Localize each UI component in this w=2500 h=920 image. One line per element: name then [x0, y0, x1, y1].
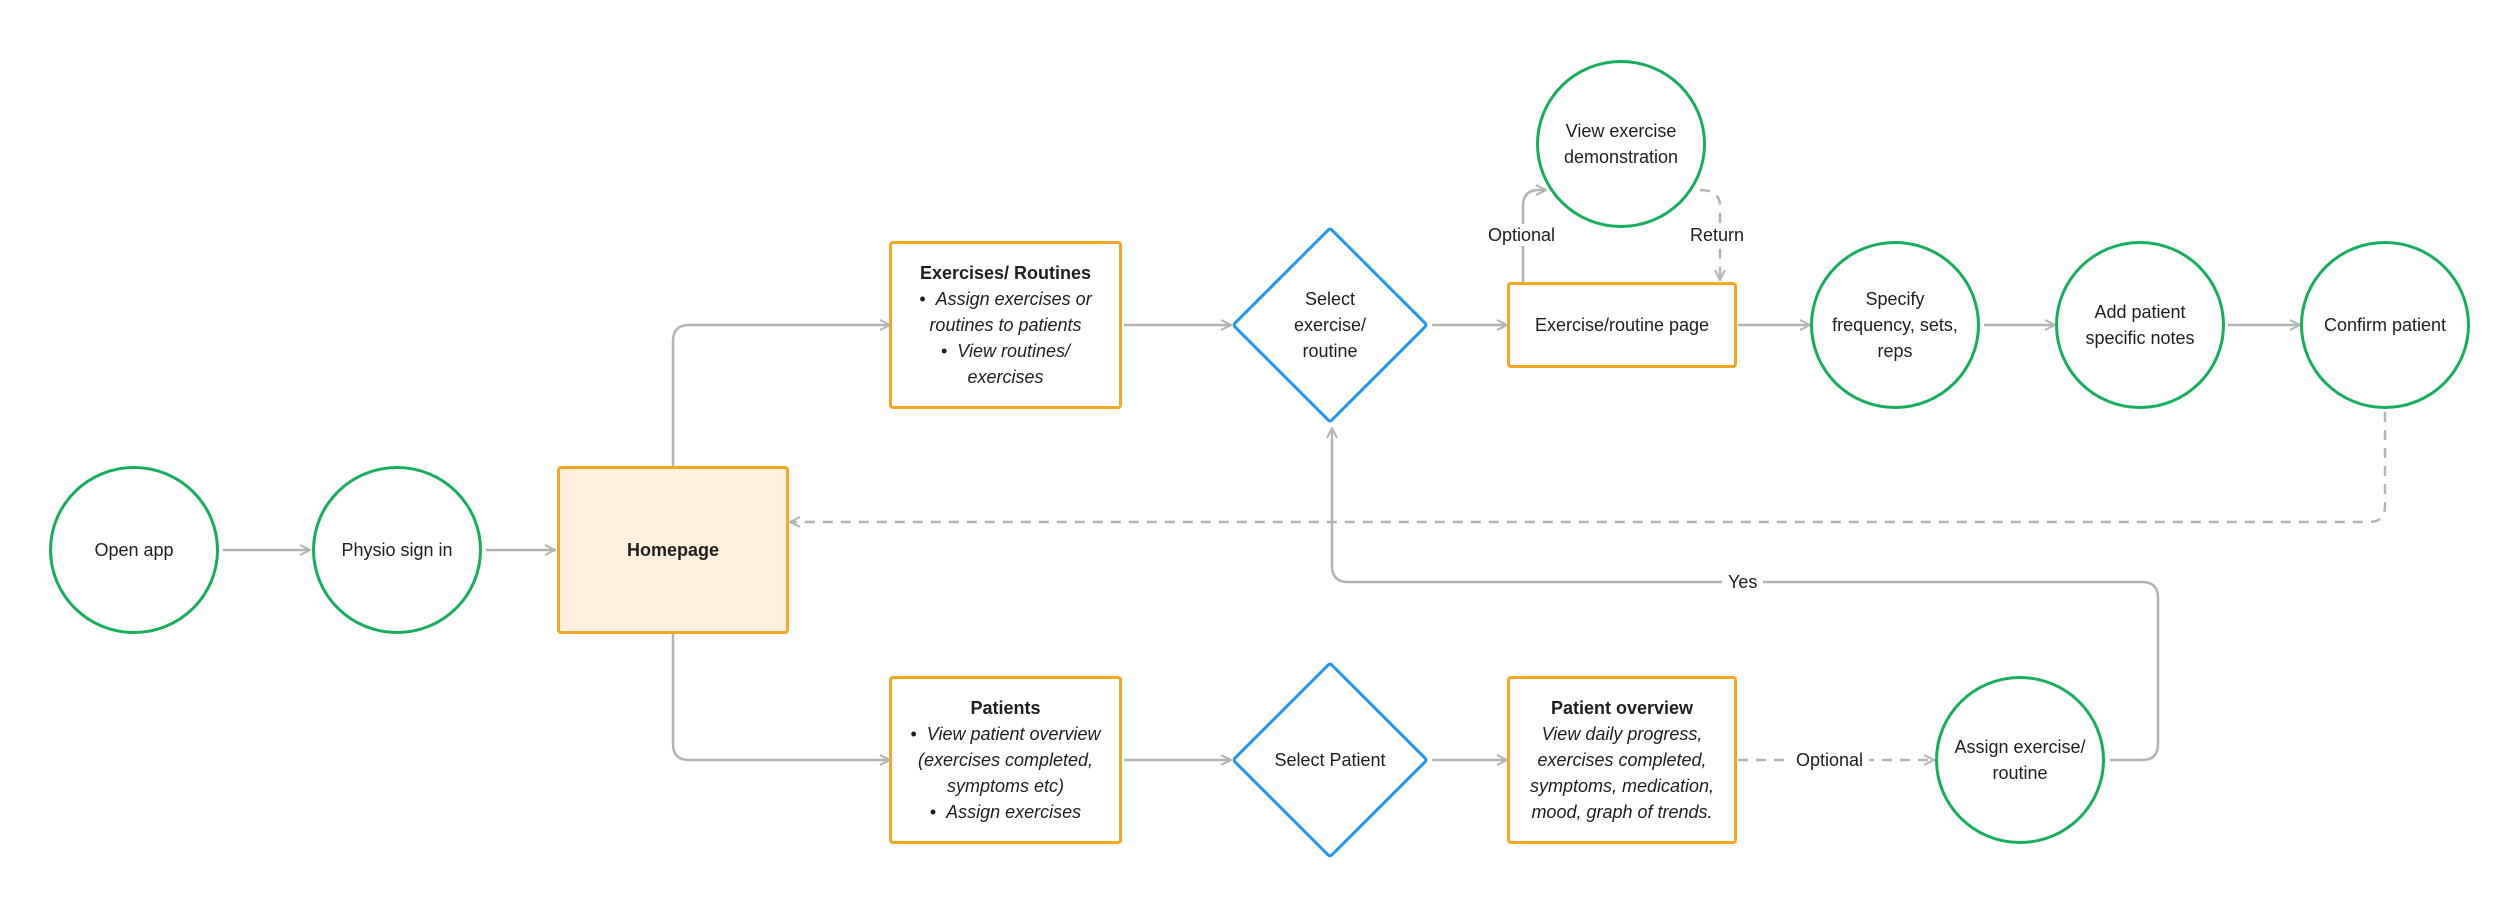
- edge-label-optional-assign: Optional: [1790, 749, 1870, 771]
- list-item: Assign exercises or routines to patients: [904, 286, 1107, 338]
- node-exercise-page[interactable]: Exercise/routine page: [1507, 282, 1737, 368]
- node-label: Select Patient: [1274, 750, 1386, 770]
- edge-assign-to-select-exercise: [1332, 428, 2160, 762]
- node-list: View patient overview (exercises complet…: [904, 721, 1107, 825]
- edge-homepage-to-patients: [671, 634, 890, 760]
- node-assign[interactable]: Assign exercise/ routine: [1935, 676, 2105, 844]
- node-label: Assign exercise/ routine: [1954, 737, 2086, 783]
- node-description: View daily progress, exercises completed…: [1529, 724, 1715, 822]
- node-physio-sign-in[interactable]: Physio sign in: [312, 466, 482, 634]
- node-label: Add patient specific notes: [2085, 302, 2195, 348]
- node-add-notes[interactable]: Add patient specific notes: [2055, 241, 2225, 409]
- node-confirm[interactable]: Confirm patient: [2300, 241, 2470, 409]
- node-title: Exercises/ Routines: [919, 263, 1092, 283]
- node-title: Patient overview: [1550, 698, 1694, 718]
- edge-page-to-demo: [1521, 190, 1546, 282]
- node-title: Patients: [970, 698, 1041, 718]
- node-select-patient[interactable]: Select Patient: [1231, 661, 1429, 859]
- edge-label-optional-demo: Optional: [1482, 224, 1562, 246]
- edge-demo-to-page: [1699, 188, 1720, 280]
- edge-label-yes: Yes: [1722, 571, 1764, 593]
- node-open-app[interactable]: Open app: [49, 466, 219, 634]
- node-patient-overview[interactable]: Patient overview View daily progress, ex…: [1507, 676, 1737, 844]
- node-view-demo[interactable]: View exercise demonstration: [1536, 60, 1706, 228]
- list-item: Assign exercises: [904, 799, 1107, 825]
- node-label: Select exercise/ routine: [1293, 289, 1367, 361]
- edge-confirm-to-homepage: [790, 412, 2387, 522]
- list-item: View routines/ exercises: [904, 338, 1107, 390]
- node-list: Assign exercises or routines to patients…: [904, 286, 1107, 390]
- node-select-exercise[interactable]: Select exercise/ routine: [1231, 226, 1429, 424]
- node-label: Physio sign in: [341, 540, 453, 560]
- node-label: Exercise/routine page: [1534, 315, 1710, 335]
- node-patients[interactable]: Patients View patient overview (exercise…: [889, 676, 1122, 844]
- node-specify[interactable]: Specify frequency, sets, reps: [1810, 241, 1980, 409]
- edge-homepage-to-exercises: [671, 325, 890, 467]
- node-label: View exercise demonstration: [1563, 121, 1679, 167]
- node-label: Open app: [94, 540, 174, 560]
- node-label: Specify frequency, sets, reps: [1832, 289, 1958, 361]
- node-exercises-routines[interactable]: Exercises/ Routines Assign exercises or …: [889, 241, 1122, 409]
- node-label: Homepage: [626, 540, 720, 560]
- node-homepage[interactable]: Homepage: [557, 466, 789, 634]
- node-label: Confirm patient: [2323, 315, 2447, 335]
- list-item: View patient overview (exercises complet…: [904, 721, 1107, 799]
- edge-label-return: Return: [1684, 224, 1751, 246]
